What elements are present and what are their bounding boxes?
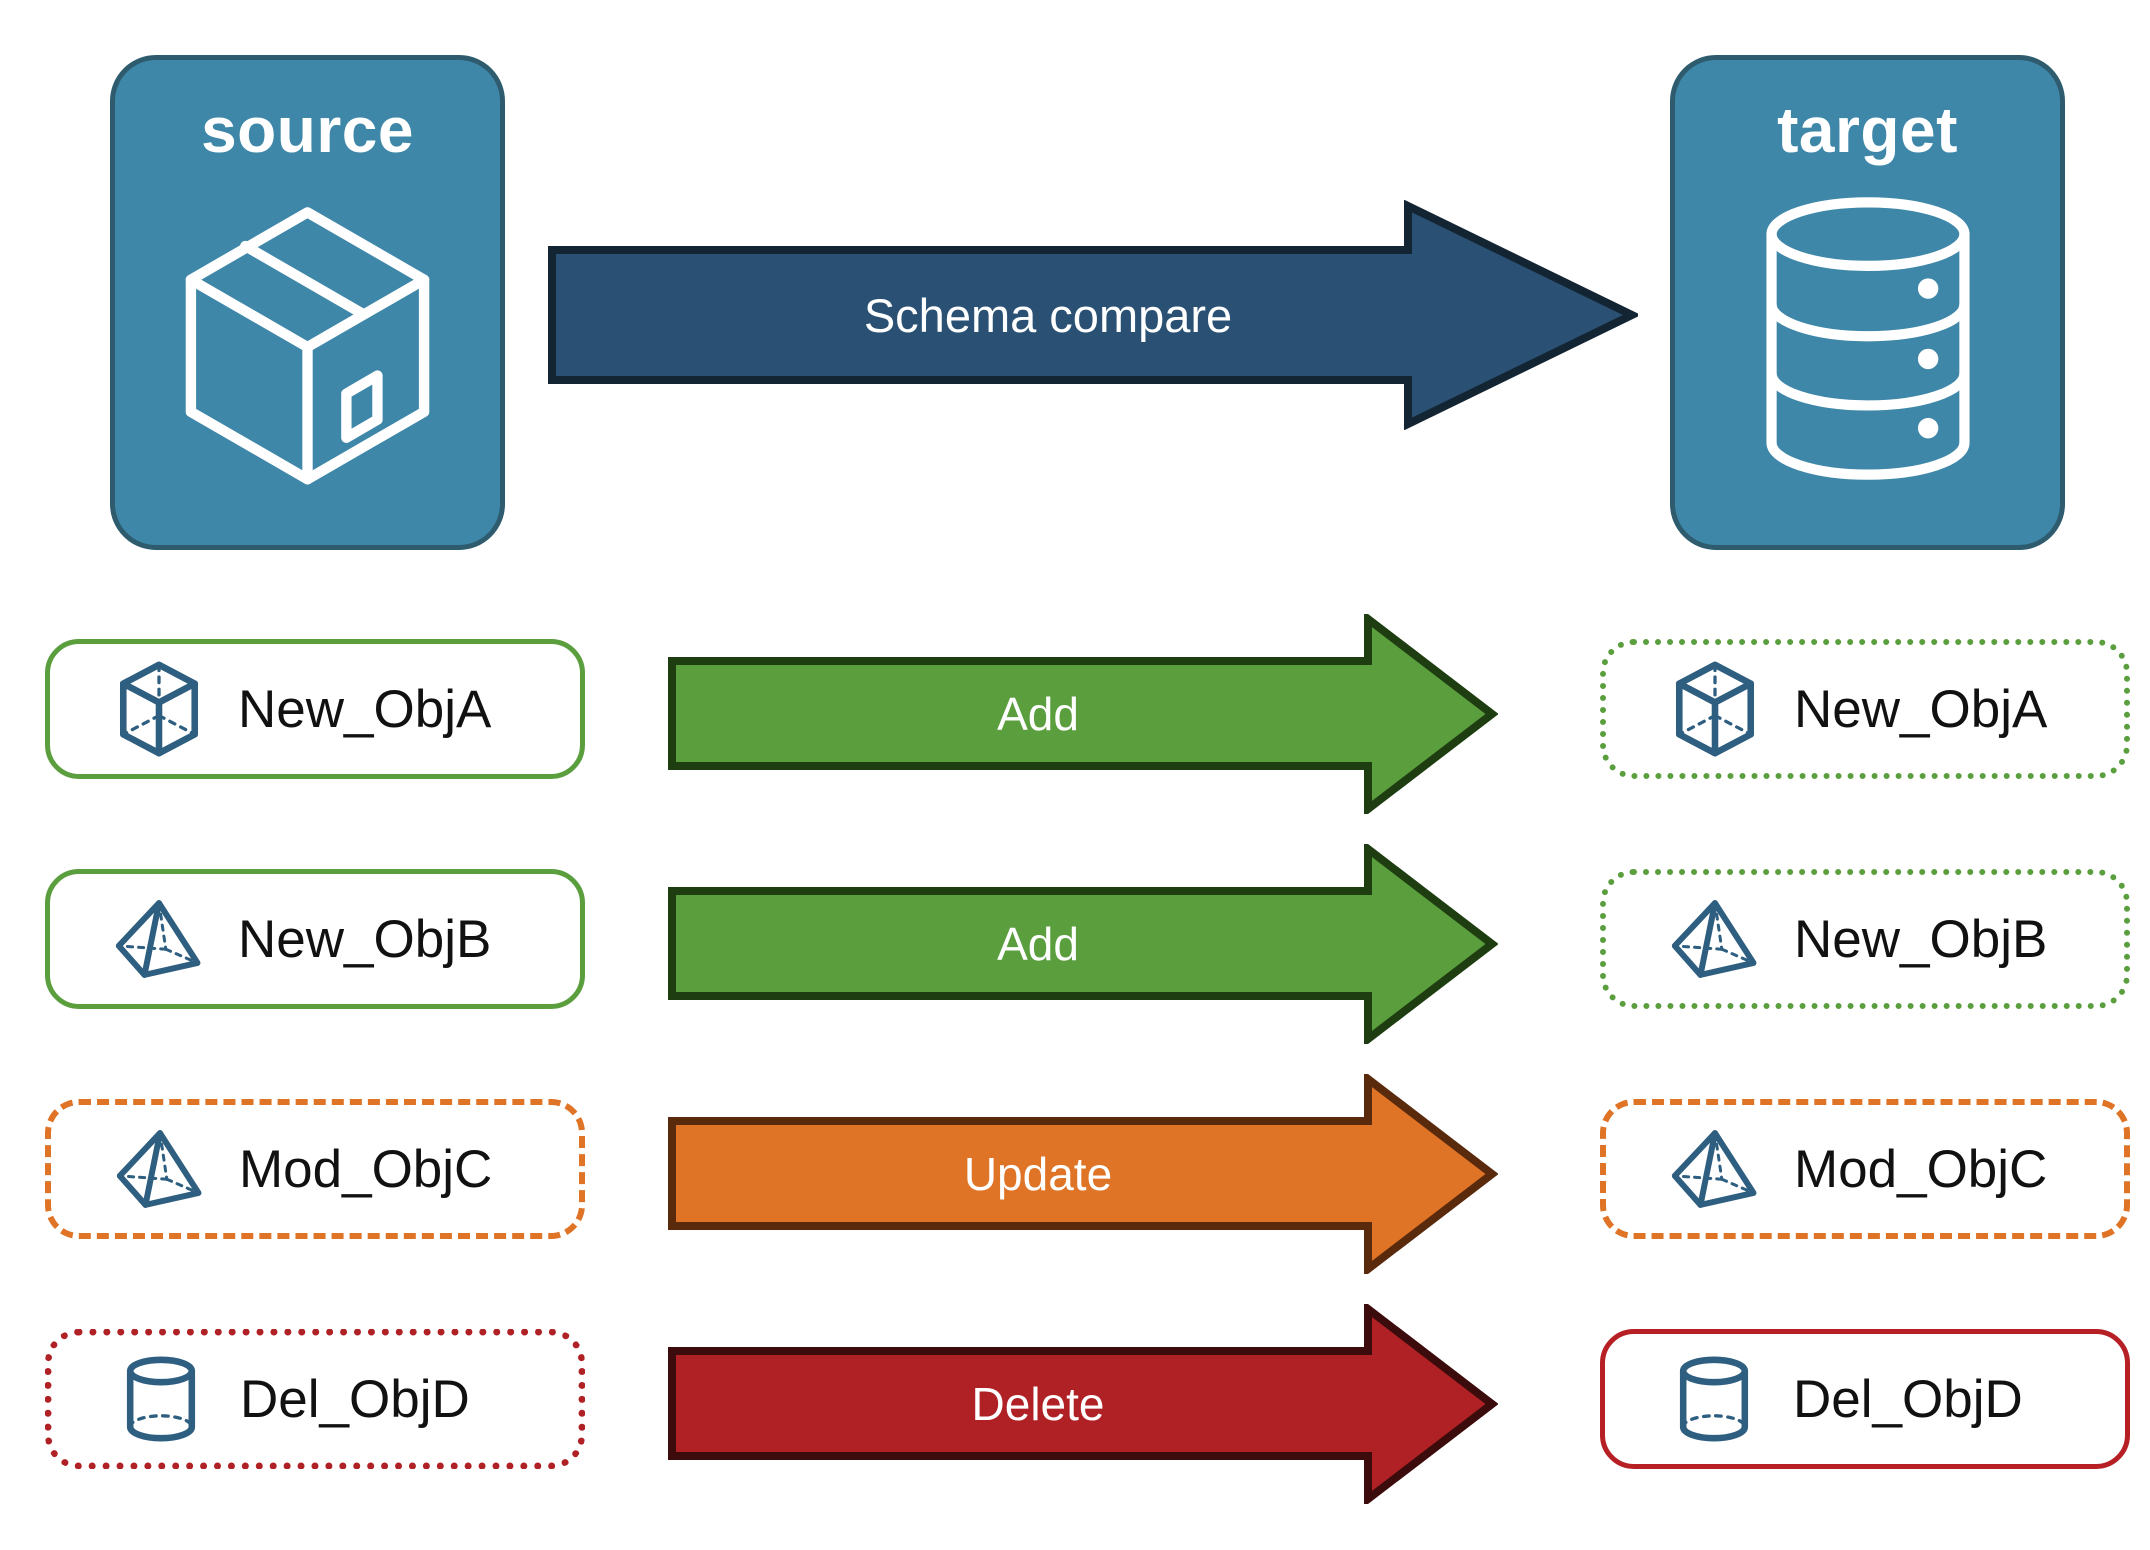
cube-wireframe-icon (1668, 657, 1762, 761)
target-title: target (1777, 94, 1958, 166)
source-object-label: Mod_ObjC (239, 1139, 493, 1199)
action-arrow-add: Add (668, 610, 1499, 818)
source-object-label: Del_ObjD (240, 1369, 470, 1429)
source-object-box[interactable]: New_ObjA (45, 639, 585, 779)
pyramid-wireframe-icon (1668, 1117, 1762, 1221)
pyramid-wireframe-icon (112, 887, 206, 991)
target-object-box[interactable]: New_ObjA (1600, 639, 2130, 779)
target-object-label: Mod_ObjC (1794, 1139, 2048, 1199)
compare-row: New_ObjB Add (0, 840, 2150, 1048)
source-object-label: New_ObjB (238, 909, 492, 969)
package-box-icon (165, 188, 450, 488)
pyramid-wireframe-icon (113, 1117, 207, 1221)
source-object-box[interactable]: New_ObjB (45, 869, 585, 1009)
cube-wireframe-icon (112, 657, 206, 761)
database-cylinder-icon (1725, 188, 2010, 488)
source-endpoint-card: source (110, 55, 505, 550)
compare-row: Mod_ObjC Update (0, 1070, 2150, 1278)
cylinder-wireframe-icon (114, 1347, 208, 1451)
source-title: source (201, 94, 414, 166)
target-object-box[interactable]: New_ObjB (1600, 869, 2130, 1009)
schema-compare-arrow: Schema compare (548, 199, 1642, 431)
action-arrow-delete: Delete (668, 1300, 1499, 1508)
target-object-label: New_ObjB (1794, 909, 2048, 969)
target-object-label: Del_ObjD (1793, 1369, 2023, 1429)
target-object-box[interactable]: Del_ObjD (1600, 1329, 2130, 1469)
compare-row: New_ObjA Add (0, 610, 2150, 818)
target-endpoint-card: target (1670, 55, 2065, 550)
target-object-box[interactable]: Mod_ObjC (1600, 1099, 2130, 1239)
pyramid-wireframe-icon (1668, 887, 1762, 991)
cylinder-wireframe-icon (1667, 1347, 1761, 1451)
action-arrow-add: Add (668, 840, 1499, 1048)
source-object-box[interactable]: Del_ObjD (45, 1329, 585, 1469)
source-object-label: New_ObjA (238, 679, 492, 739)
source-object-box[interactable]: Mod_ObjC (45, 1099, 585, 1239)
action-arrow-update: Update (668, 1070, 1499, 1278)
target-object-label: New_ObjA (1794, 679, 2048, 739)
compare-row: Del_ObjD Delete Del_ObjD (0, 1300, 2150, 1508)
